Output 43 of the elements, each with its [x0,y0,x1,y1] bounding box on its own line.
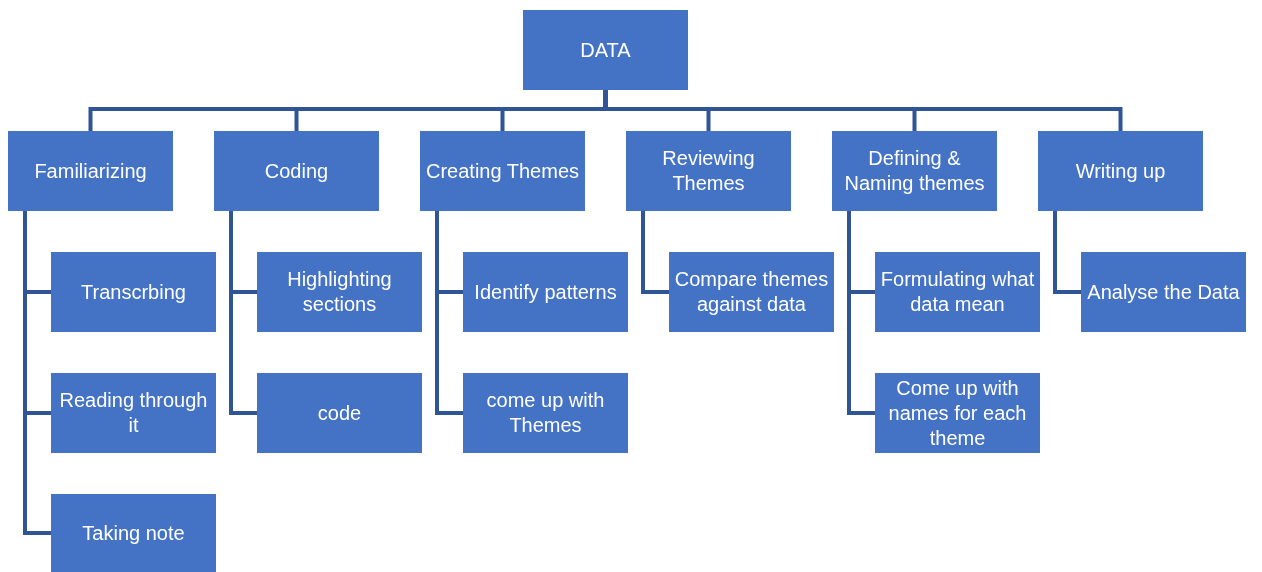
process-box [875,373,1040,453]
process-box [257,252,422,332]
box-label: Transcrbing [81,279,186,305]
process-box [1038,131,1203,211]
box-label: Highlighting sections [286,267,393,317]
connector-line [603,90,1123,131]
connector-line [847,211,875,415]
process-box [257,373,422,453]
process-box [626,131,791,211]
box-label: Writing up [1075,158,1166,184]
process-box [1081,252,1246,332]
process-box [463,252,628,332]
box-label: come up with Themes [485,388,606,438]
box-label: Come up with names for each theme [887,375,1028,451]
box-label: Taking note [82,520,185,546]
process-box [523,10,688,90]
process-box [51,494,216,572]
box-label: DATA [580,37,631,63]
process-box [8,131,173,211]
process-box [875,252,1040,332]
box-label: Familiarizing [34,158,147,184]
process-box [463,373,628,453]
process-box [214,131,379,211]
box-label: Formulating what data mean [879,267,1036,317]
process-box [832,131,997,211]
box-label: Coding [264,158,329,184]
process-box [420,131,585,211]
box-label: Reading through it [58,388,209,438]
process-box [51,252,216,332]
connector-line [435,211,463,415]
connector-line [641,211,669,294]
box-label: Reviewing Themes [661,146,756,196]
connector-line [1053,211,1081,294]
box-label: Identify patterns [474,279,617,305]
process-box [51,373,216,453]
box-label: Analyse the Data [1087,279,1240,305]
connector-line [23,211,51,535]
process-box [669,252,834,332]
box-label: Compare themes against data [673,267,830,317]
box-label: Creating Themes [425,158,579,184]
box-label: Defining & Naming themes [843,146,986,196]
connector-line [229,211,257,415]
box-label: code [317,400,362,426]
